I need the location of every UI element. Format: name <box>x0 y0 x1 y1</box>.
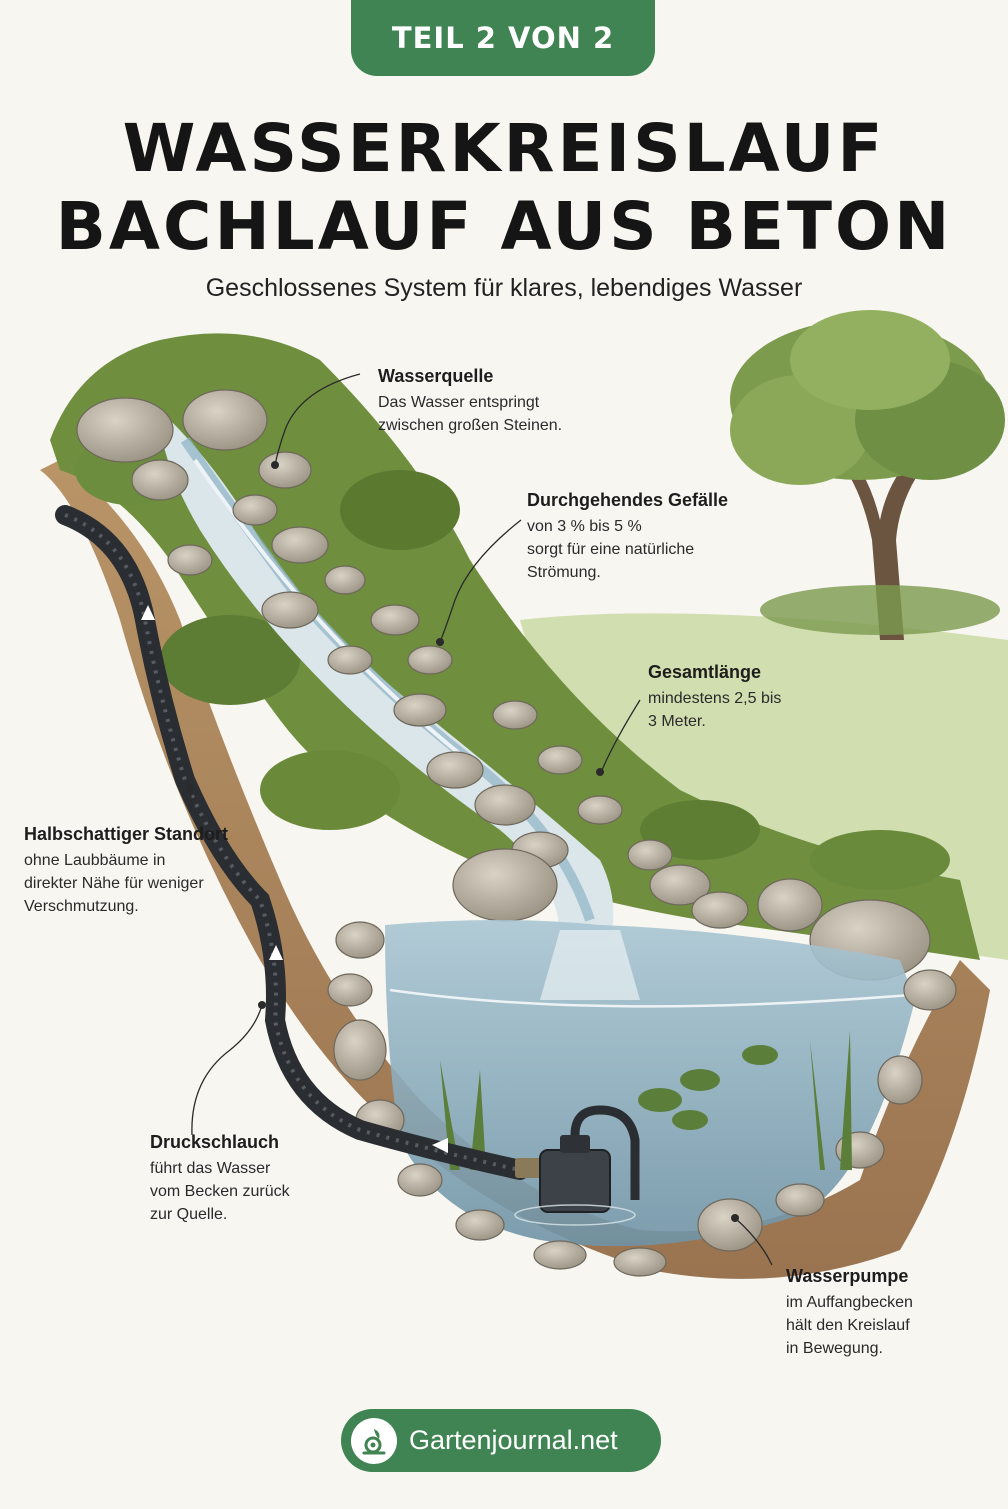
annotation-line: von 3 % bis 5 % <box>527 518 642 535</box>
annotation-line: Das Wasser entspringt <box>378 394 540 411</box>
annotation-line: ohne Laubbäume in <box>24 852 166 869</box>
stream-rocks <box>76 389 931 981</box>
title-line-1: WASSERKREISLAUF <box>122 110 886 187</box>
annotation-heading: Halbschattiger Standort <box>24 824 229 844</box>
part-badge: TEIL 2 VON 2 <box>351 0 655 76</box>
annotation-gefaelle: Durchgehendes Gefälle von 3 % bis 5 % so… <box>527 490 728 584</box>
annotation-heading: Wasserpumpe <box>786 1266 909 1286</box>
title-line-2: BACHLAUF AUS BETON <box>55 188 953 265</box>
leader-lines <box>189 373 773 1266</box>
annotation-wasserpumpe: Wasserpumpe im Auffangbecken hält den Kr… <box>786 1266 913 1360</box>
annotation-wasserquelle: Wasserquelle Das Wasser entspringt zwisc… <box>378 366 562 437</box>
annotation-line: direkter Nähe für weniger <box>24 875 204 892</box>
annotation-line: sorgt für eine natürliche <box>527 541 695 558</box>
annotation-line: führt das Wasser <box>150 1160 271 1177</box>
annotation-line: im Auffangbecken <box>786 1294 913 1311</box>
snail-leaf-icon <box>351 1417 397 1464</box>
pond-rim-stones <box>327 921 957 1277</box>
tree <box>730 310 1005 640</box>
annotation-line: Verschmutzung. <box>24 898 139 915</box>
water-pump <box>514 1105 640 1226</box>
flow-arrows <box>141 605 448 1153</box>
annotation-line: hält den Kreislauf <box>786 1317 910 1334</box>
annotation-heading: Wasserquelle <box>378 366 494 386</box>
annotation-druckschlauch: Druckschlauch führt das Wasser vom Becke… <box>150 1132 290 1226</box>
annotation-line: zur Quelle. <box>150 1206 228 1223</box>
subtitle: Geschlossenes System für klares, lebendi… <box>205 274 803 302</box>
annotation-line: zwischen großen Steinen. <box>378 417 563 434</box>
part-badge-label: TEIL 2 VON 2 <box>391 21 615 55</box>
annotation-line: Strömung. <box>527 564 601 581</box>
annotation-heading: Gesamtlänge <box>648 662 762 682</box>
footer-brand-text: Gartenjournal.net <box>409 1425 618 1455</box>
annotation-line: vom Becken zurück <box>150 1183 290 1200</box>
vegetation-slope <box>50 333 980 960</box>
annotation-line: 3 Meter. <box>648 713 706 730</box>
pond-plants <box>440 1030 852 1170</box>
annotation-gesamtlaenge: Gesamtlänge mindestens 2,5 bis 3 Meter. <box>648 662 781 733</box>
annotation-standort: Halbschattiger Standort ohne Laubbäume i… <box>24 824 228 918</box>
footer-brand-pill[interactable]: Gartenjournal.net <box>341 1409 661 1472</box>
annotation-heading: Durchgehendes Gefälle <box>527 490 729 510</box>
annotation-heading: Druckschlauch <box>150 1132 280 1152</box>
annotation-line: in Bewegung. <box>786 1340 883 1357</box>
annotation-line: mindestens 2,5 bis <box>648 690 782 707</box>
stream-illustration <box>40 310 1008 1279</box>
